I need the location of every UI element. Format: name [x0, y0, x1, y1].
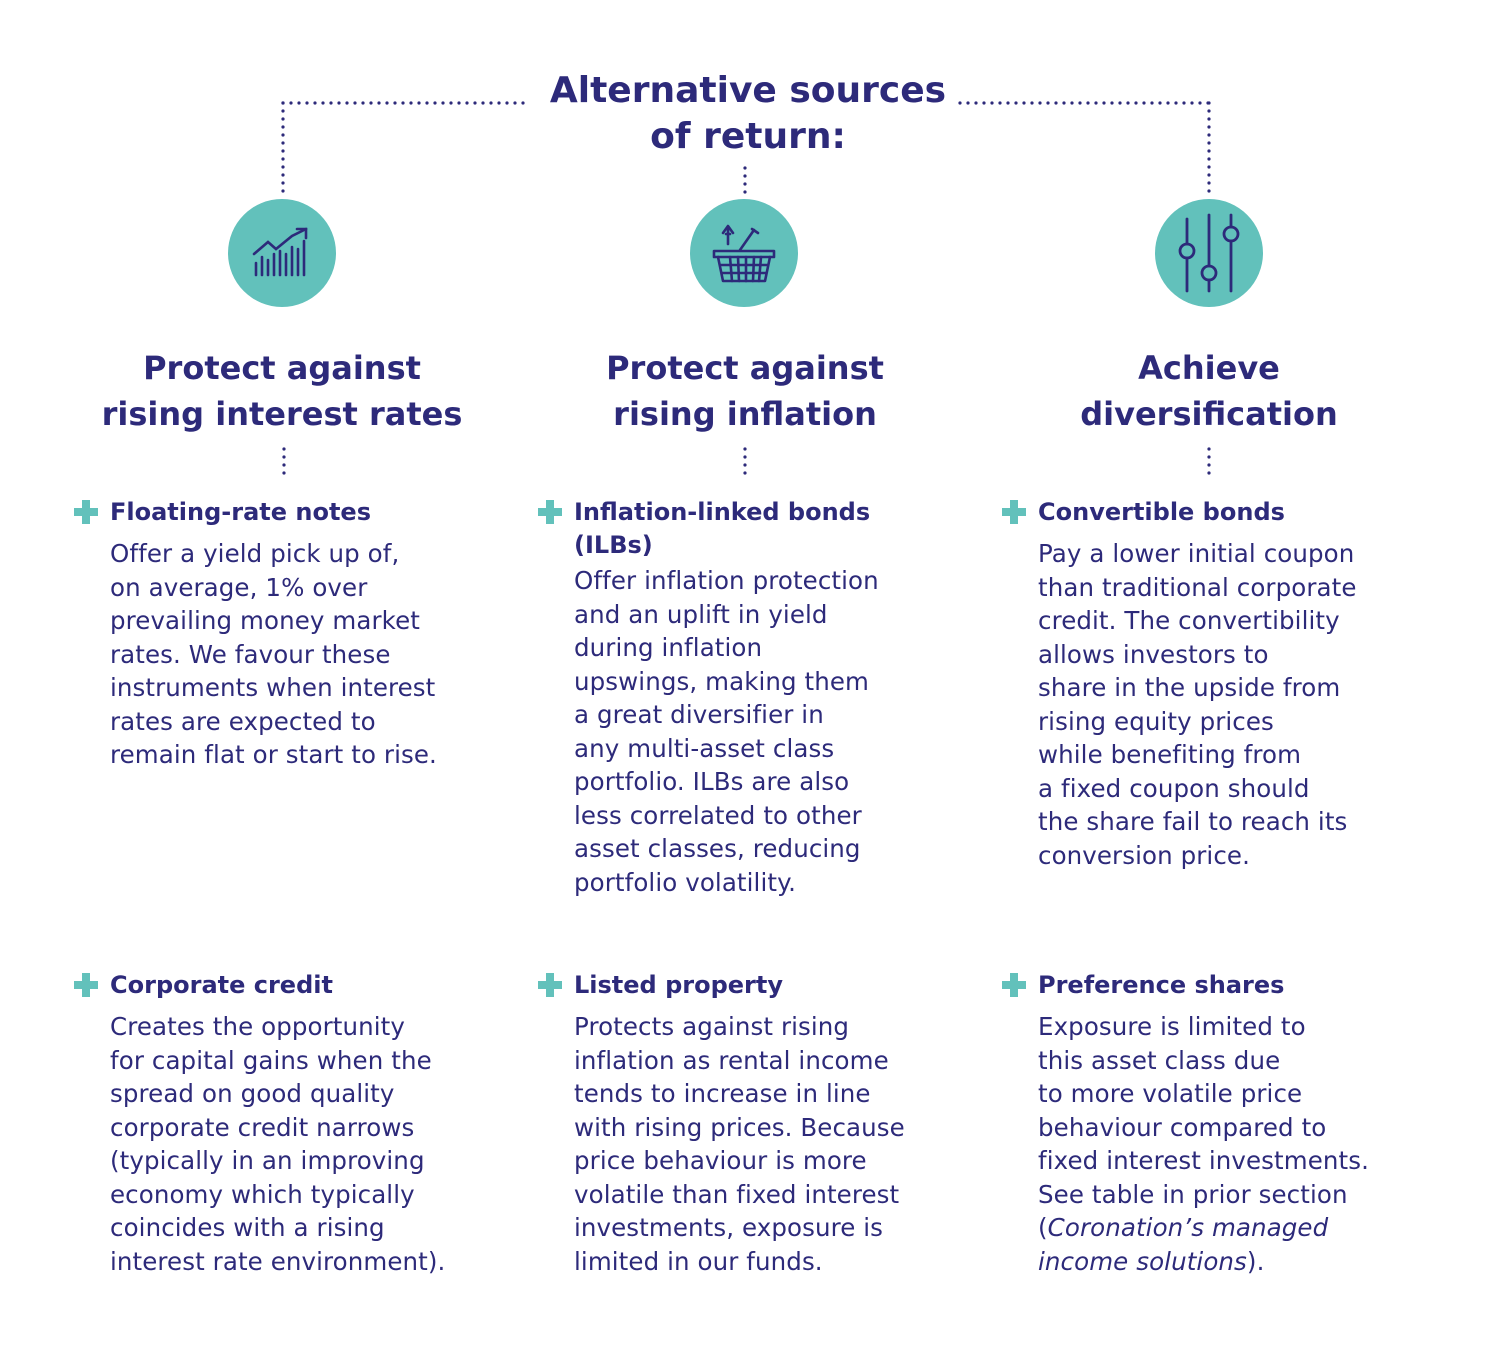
rising-chart-icon — [228, 199, 336, 307]
item-title: Convertible bonds — [1038, 498, 1285, 526]
item-listed-property: Listed property Protects against rising … — [538, 969, 958, 1278]
plus-icon — [74, 973, 98, 997]
item-description: Exposure is limited to this asset class … — [1002, 1010, 1422, 1278]
item-convertible-bonds: Convertible bonds Pay a lower initial co… — [1002, 496, 1422, 872]
reference-line-2: income solutions). — [1038, 1246, 1265, 1276]
main-title-line2: of return: — [650, 116, 846, 157]
item-title-line2: (ILBs) — [574, 531, 653, 559]
item-description: Creates the opportunity for capital gain… — [110, 1012, 446, 1276]
item-title: Floating-rate notes — [110, 498, 371, 526]
main-title: Alternative sources of return: — [498, 68, 998, 160]
column-heading-interest-rates: Protect against rising interest rates — [101, 349, 463, 433]
shopping-basket-icon — [690, 199, 798, 307]
item-inflation-linked-bonds: Inflation-linked bonds (ILBs) Offer infl… — [538, 496, 958, 899]
plus-icon — [538, 973, 562, 997]
sliders-icon — [1155, 199, 1263, 307]
column-heading-diversification: Achieve diversification — [1080, 349, 1338, 433]
item-description: Offer inflation protection and an uplift… — [574, 566, 879, 897]
plus-icon — [74, 500, 98, 524]
plus-icon — [1002, 500, 1026, 524]
item-title: Inflation-linked bonds — [574, 498, 871, 526]
item-title: Preference shares — [1038, 971, 1285, 999]
reference-line-1: (Coronation’s managed — [1038, 1213, 1329, 1242]
item-description: Pay a lower initial coupon than traditio… — [1038, 539, 1357, 870]
plus-icon — [538, 500, 562, 524]
item-floating-rate-notes: Floating-rate notes Offer a yield pick u… — [74, 496, 494, 772]
item-preference-shares: Preference shares Exposure is limited to… — [1002, 969, 1422, 1278]
main-title-line1: Alternative sources — [549, 70, 947, 111]
column-heading-inflation: Protect against rising inflation — [606, 349, 884, 433]
item-title: Listed property — [574, 971, 784, 999]
item-description: Protects against rising inflation as ren… — [574, 1012, 905, 1276]
item-corporate-credit: Corporate credit Creates the opportunity… — [74, 969, 494, 1278]
item-title: Corporate credit — [110, 971, 333, 999]
item-description: Offer a yield pick up of, on average, 1%… — [110, 539, 437, 769]
plus-icon — [1002, 973, 1026, 997]
